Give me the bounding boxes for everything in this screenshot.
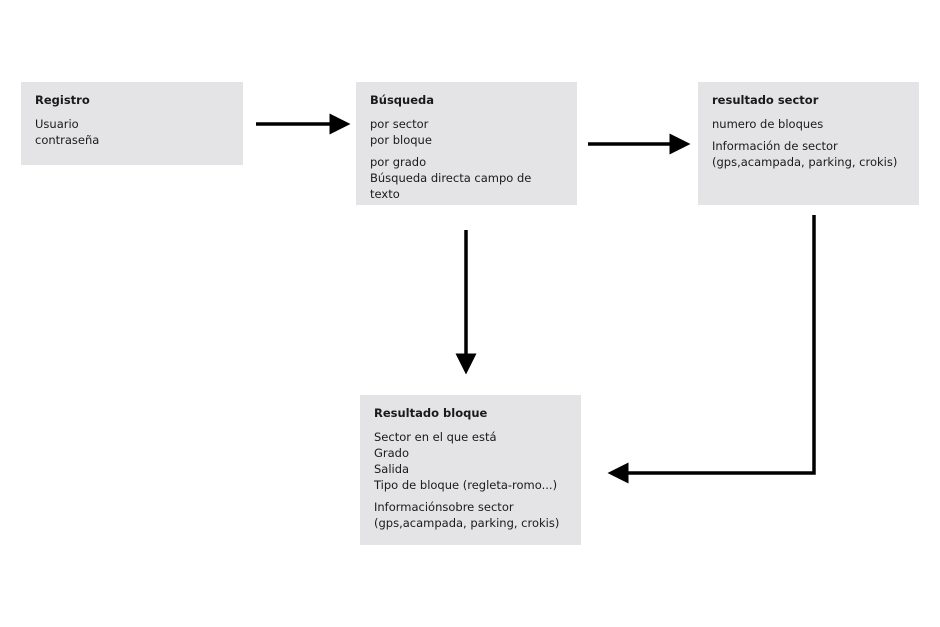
arrow-sector-to-bloque bbox=[607, 215, 816, 484]
registro-line: contraseña bbox=[35, 133, 100, 147]
resultado-sector-box: resultado sector numero de bloques Infor… bbox=[698, 82, 919, 205]
registro-line: Usuario bbox=[35, 117, 79, 131]
resultado-bloque-line: Salida bbox=[374, 462, 410, 476]
busqueda-line: por grado bbox=[370, 155, 427, 169]
resultado-sector-line: numero de bloques bbox=[712, 117, 824, 131]
busqueda-line: por bloque bbox=[370, 133, 432, 147]
busqueda-line: Búsqueda directa campo de texto bbox=[370, 171, 532, 201]
resultado-bloque-line: Informaciónsobre sector bbox=[374, 500, 514, 514]
resultado-bloque-line: Grado bbox=[374, 446, 410, 460]
resultado-sector-title: resultado sector bbox=[712, 93, 819, 107]
resultado-bloque-line: Tipo de bloque (regleta-romo...) bbox=[374, 478, 558, 492]
resultado-sector-line: (gps,acampada, parking, crokis) bbox=[712, 155, 898, 169]
resultado-bloque-title: Resultado bloque bbox=[374, 406, 488, 420]
resultado-sector-line: Información de sector bbox=[712, 139, 838, 153]
registro-box: Registro Usuario contraseña bbox=[21, 82, 243, 165]
registro-title: Registro bbox=[35, 93, 90, 107]
busqueda-box: Búsqueda por sector por bloque por grado… bbox=[356, 82, 577, 205]
resultado-bloque-line: (gps,acampada, parking, crokis) bbox=[374, 516, 560, 530]
busqueda-title: Búsqueda bbox=[370, 93, 435, 107]
resultado-bloque-line: Sector en el que está bbox=[374, 430, 497, 444]
busqueda-line: por sector bbox=[370, 117, 429, 131]
resultado-bloque-box: Resultado bloque Sector en el que está G… bbox=[360, 395, 581, 545]
